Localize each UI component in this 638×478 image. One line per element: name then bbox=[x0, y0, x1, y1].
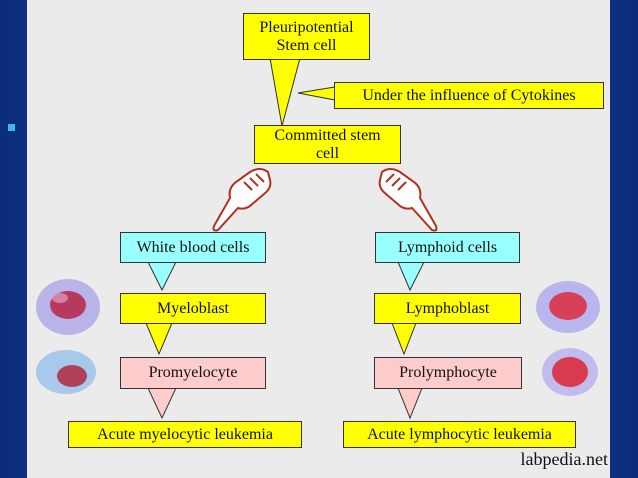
promyelocyte-callout-tail bbox=[147, 387, 177, 420]
bullet-marker bbox=[8, 124, 15, 131]
promyelocyte-box: Promyelocyte bbox=[120, 357, 266, 389]
aml-text: Acute myelocytic leukemia bbox=[97, 425, 273, 443]
wbc-text: White blood cells bbox=[136, 238, 250, 256]
myeloblast-callout-tail bbox=[145, 322, 173, 356]
cell-image-myeloid-2 bbox=[36, 350, 96, 394]
committed-stem-cell-box: Committed stem cell bbox=[254, 125, 401, 164]
lymphoblast-callout-tail bbox=[391, 322, 417, 356]
pointing-hand-icon-left bbox=[212, 168, 272, 232]
lymphoblast-box: Lymphoblast bbox=[374, 293, 521, 324]
committed-line-2: cell bbox=[315, 144, 340, 162]
cell-image-lymphoid-2 bbox=[542, 348, 598, 396]
stem-callout-tail bbox=[269, 57, 301, 127]
myeloblast-text: Myeloblast bbox=[157, 299, 229, 317]
watermark: labpedia.net bbox=[520, 449, 608, 469]
pleuripotential-stem-cell-box: Pleuripotential Stem cell bbox=[243, 13, 370, 60]
pointing-hand-icon-right bbox=[378, 168, 438, 232]
stem-cell-line-2: Stem cell bbox=[276, 36, 337, 54]
wbc-callout-tail bbox=[147, 261, 177, 292]
myeloblast-box: Myeloblast bbox=[120, 293, 266, 324]
lymphoid-callout-tail bbox=[397, 261, 425, 292]
aml-box: Acute myelocytic leukemia bbox=[68, 421, 302, 448]
cell-image-myeloid-1 bbox=[36, 279, 100, 335]
cytokines-text: Under the influence of Cytokines bbox=[362, 86, 576, 104]
lymphoid-text: Lymphoid cells bbox=[397, 238, 498, 256]
promyelocyte-text: Promyelocyte bbox=[148, 364, 238, 381]
all-text: Acute lymphocytic leukemia bbox=[367, 425, 552, 443]
lymphoblast-text: Lymphoblast bbox=[405, 299, 490, 317]
lymphoid-cells-box: Lymphoid cells bbox=[375, 232, 520, 263]
cell-image-lymphoid-1 bbox=[536, 281, 600, 333]
prolymphocyte-callout-tail bbox=[397, 387, 423, 420]
cytokines-box: Under the influence of Cytokines bbox=[334, 82, 604, 109]
prolymphocyte-box: Prolymphocyte bbox=[374, 357, 522, 389]
prolymphocyte-text: Prolymphocyte bbox=[399, 364, 497, 381]
committed-line-1: Committed stem bbox=[274, 126, 381, 144]
stem-cell-line-1: Pleuripotential bbox=[259, 18, 354, 36]
white-blood-cells-box: White blood cells bbox=[120, 232, 266, 263]
cytokines-callout-tail bbox=[297, 86, 336, 101]
all-box: Acute lymphocytic leukemia bbox=[343, 421, 576, 448]
